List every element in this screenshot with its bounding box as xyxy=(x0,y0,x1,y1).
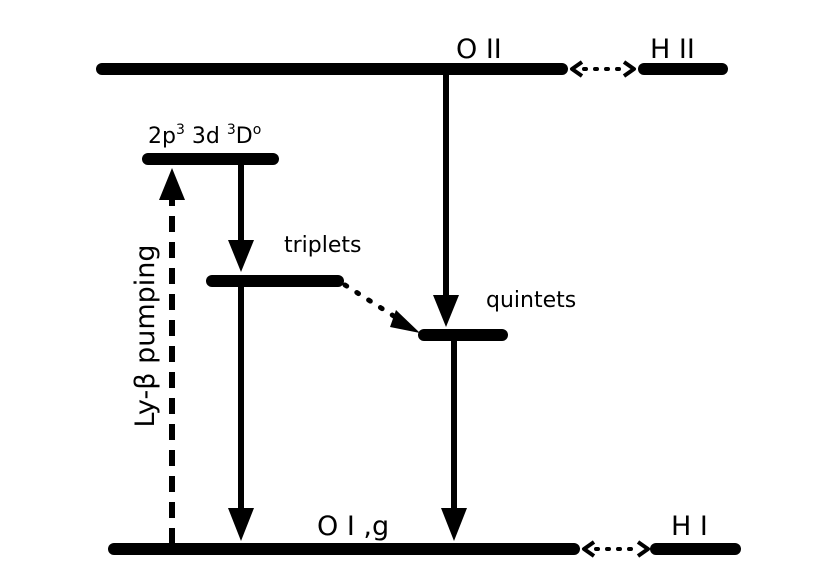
arrow-o-ii-to-quintets xyxy=(433,75,459,327)
h-i-label: H I xyxy=(671,511,708,542)
o-i-label: O I ,g xyxy=(317,511,389,542)
arrow-o-ii-h-ii-exchange xyxy=(570,60,636,78)
quintets-label: quintets xyxy=(486,288,576,313)
arrow-o-i-h-i-exchange xyxy=(582,540,650,558)
arrow-triplets-to-ground xyxy=(228,287,254,541)
state-3d-3d-label: 2p3 3d 3Do xyxy=(148,122,261,149)
o-ii-label: O II xyxy=(456,34,502,65)
pumping-label: Ly-β pumping xyxy=(130,244,161,427)
arrow-quintets-to-ground xyxy=(441,341,467,541)
arrow-ly-beta-pumping xyxy=(159,168,185,544)
arrow-3d-to-triplets xyxy=(228,165,254,272)
arrow-triplets-to-quintets xyxy=(342,282,420,333)
triplets-label: triplets xyxy=(284,233,361,258)
h-ii-label: H II xyxy=(650,34,695,65)
